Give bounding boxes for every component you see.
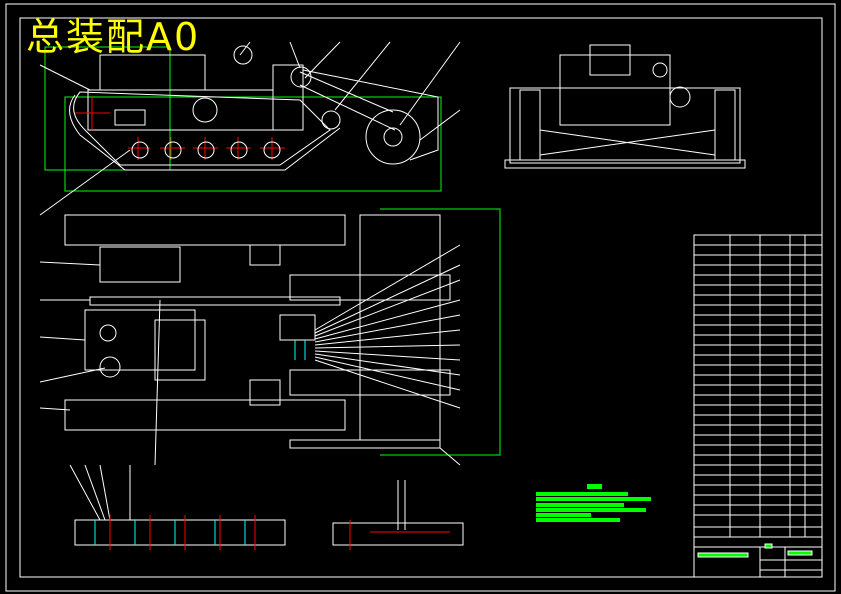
end-view (504, 44, 746, 169)
parts-list (693, 234, 823, 578)
technical-notes (536, 484, 651, 522)
drawing-title: 总装配A0 (26, 15, 201, 59)
top-view (39, 208, 501, 521)
section-details (74, 480, 464, 550)
outer-frame (5, 3, 836, 592)
side-view (39, 41, 461, 216)
